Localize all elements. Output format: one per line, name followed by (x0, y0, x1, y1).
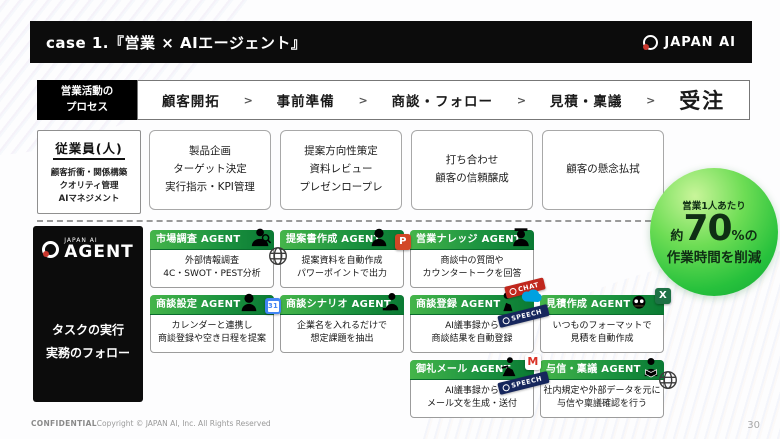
highlight-line1: 営業1人あたり (682, 201, 746, 213)
agent-card-header: 御礼メール AGENT M (410, 354, 541, 380)
agent-card-body: AI議事録から メール文を生成・送付 (426, 385, 517, 410)
agent-card-header: 商談登録 AGENT (410, 289, 542, 315)
person-running-icon (498, 355, 520, 379)
logo-red-dot (43, 251, 50, 257)
powerpoint-icon: P (395, 234, 411, 250)
agent-card-title: 見積作成 AGENT (546, 299, 631, 310)
process-label: 営業活動の プロセス (37, 80, 137, 120)
title-bar: case 1.『営業 × AIエージェント』 JAPAN AI (30, 21, 752, 63)
badge-ring-icon (508, 286, 517, 296)
agent-card-title: 営業ナレッジ AGENT (416, 234, 522, 245)
agent-card-sales-knowledge: 営業ナレッジ AGENT 商談中の質問や カウンタートークを回答 CHAT (410, 228, 546, 299)
process-step-kaitaku: 顧客開拓 (161, 94, 220, 110)
agent-card-title: 市場調査 AGENT (156, 234, 241, 245)
agent-card-header: 商談シナリオ AGENT (280, 293, 404, 315)
employee-items: 顧客折衝・関係構築 クオリティ管理 AIマネジメント (50, 168, 128, 205)
agent-card-meeting-log: 商談登録 AGENT AI議事録から 商談結果を自動登録 SPEECH (410, 289, 550, 353)
copyright-text: Copyright © JAPAN AI, Inc. All Rights Re… (96, 419, 271, 428)
agent-card-title: 商談設定 AGENT (156, 299, 241, 310)
badge-ring-icon (502, 316, 511, 325)
agent-card-body: AI議事録から 商談結果を自動登録 (431, 320, 513, 345)
agent-card-meeting-scenario: 商談シナリオ AGENT 企業名を入れるだけで 想定課題を抽出 (280, 293, 404, 353)
person-head-icon (238, 290, 260, 314)
salesforce-cloud-icon (520, 287, 544, 303)
agent-card-header: 営業ナレッジ AGENT (410, 228, 534, 250)
person-head-icon (368, 225, 390, 249)
agent-logo-main-text: AGENT (64, 242, 134, 262)
agent-card-header: 提案書作成 AGENT P (280, 228, 411, 250)
agent-card-thankyou-mail: 御礼メール AGENT M AI議事録から メール文を生成・送付 SPEECH (410, 354, 550, 418)
employee-title: 従業員(人) (53, 138, 125, 160)
japan-ai-logo: JAPAN AI (643, 34, 736, 50)
agent-card-meeting-setup: 商談設定 AGENT 31 カレンダーと連携し 商談登録や空き日程を提案 (150, 293, 281, 353)
process-step-shodan: 商談・フォロー (391, 94, 493, 110)
person-desk-icon (380, 290, 402, 314)
human-task-concern: 顧客の懸念払拭 (542, 130, 664, 210)
japan-ai-agent-logo: JAPAN AI AGENT (33, 238, 143, 261)
agent-card-title: 商談登録 AGENT (416, 299, 501, 310)
agent-card-body: いつものフォーマットで 見積を自動作成 (552, 320, 652, 345)
agent-role-text: タスクの実行 実務のフォロー (45, 323, 130, 360)
chevron-separator: > (646, 93, 656, 107)
highlight-line3: 作業時間を削減 (666, 249, 762, 266)
agent-card-header: 商談設定 AGENT 31 (150, 293, 281, 315)
agent-card-header: 見積作成 AGENT X (540, 288, 671, 316)
chevron-separator: > (243, 93, 253, 107)
human-task-meeting: 打ち合わせ 顧客の信頼醸成 (411, 130, 533, 210)
agent-card-title: 御礼メール AGENT (416, 364, 511, 375)
process-step-mitsumori: 見積・稟議 (549, 94, 623, 110)
agent-card-market-research: 市場調査 AGENT 外部情報調査 4C・SWOT・PEST分析 (150, 228, 287, 288)
agent-logo-small-text: JAPAN AI (64, 237, 98, 244)
human-task-proposal-direction: 提案方向性策定 資料レビュー プレゼンロープレ (280, 130, 402, 210)
excel-icon: X (655, 288, 671, 304)
agent-card-proposal-doc: 提案書作成 AGENT P 提案資料を自動作成 パワーポイントで出力 (280, 228, 411, 288)
highlight-circle: 営業1人あたり 約 70 %の 作業時間を削減 (650, 168, 778, 296)
highlight-percent-value: 70 (683, 208, 732, 250)
agent-panel: JAPAN AI AGENT タスクの実行 実務のフォロー (33, 226, 143, 402)
agent-card-body: 外部情報調査 4C・SWOT・PEST分析 (163, 255, 261, 280)
graduate-person-icon (510, 225, 532, 249)
logo-red-dot (643, 43, 650, 50)
agent-card-body: 提案資料を自動作成 パワーポイントで出力 (296, 255, 387, 280)
japan-ai-logo-text: JAPAN AI (664, 34, 736, 50)
globe-icon (657, 369, 679, 391)
dashed-divider (37, 220, 661, 222)
japan-ai-ring-icon (643, 34, 659, 50)
agent-card-header: 与信・稟議 AGENT (540, 358, 664, 380)
employee-box: 従業員(人) 顧客折衝・関係構築 クオリティ管理 AIマネジメント (37, 130, 141, 214)
page-title: case 1.『営業 × AIエージェント』 (46, 33, 307, 52)
person-reading-icon (640, 355, 662, 379)
highlight-percent-line: 約 70 %の (670, 210, 757, 248)
badge-ring-icon (502, 383, 511, 392)
agent-card-title: 商談シナリオ AGENT (286, 299, 392, 310)
glasses-face-icon (628, 292, 650, 316)
gmail-icon: M (525, 354, 541, 370)
person-search-icon (250, 225, 272, 249)
globe-icon (267, 245, 289, 267)
google-calendar-icon: 31 (265, 298, 281, 314)
calendar-date-label: 31 (267, 300, 279, 312)
agent-card-title: 与信・稟議 AGENT (546, 364, 641, 375)
japan-ai-ring-icon (42, 241, 60, 258)
confidential-label: CONFIDENTIAL (31, 419, 97, 428)
agent-card-body: カレンダーと連携し 商談登録や空き日程を提案 (157, 320, 266, 345)
footer: CONFIDENTIALCopyright © JAPAN AI, Inc. A… (31, 419, 271, 428)
agent-card-body: 企業名を入れるだけで 想定課題を抽出 (296, 320, 387, 345)
highlight-approx: 約 (670, 229, 684, 245)
agent-card-body: 社内規定や外部データを元に 与信や稟議確認を行う (543, 385, 661, 410)
process-steps-row: 顧客開拓 > 事前準備 > 商談・フォロー > 見積・稟議 > 受注 (137, 80, 750, 120)
agent-card-quote-creation: 見積作成 AGENT X いつものフォーマットで 見積を自動作成 (540, 288, 671, 353)
highlight-suffix: %の (731, 229, 758, 245)
agent-card-header: 市場調査 AGENT (150, 228, 274, 250)
agent-card-title: 提案書作成 AGENT (286, 234, 381, 245)
page-number: 30 (747, 420, 760, 431)
chevron-separator: > (358, 93, 368, 107)
agent-card-body: 商談中の質問や カウンタートークを回答 (422, 255, 522, 280)
process-step-junbi: 事前準備 (276, 94, 335, 110)
chevron-separator: > (516, 93, 527, 107)
human-task-product-planning: 製品企画 ターゲット決定 実行指示・KPI管理 (149, 130, 271, 210)
process-step-juchu: 受注 (679, 89, 726, 113)
agent-card-credit-approval: 与信・稟議 AGENT 社内規定や外部データを元に 与信や稟議確認を行う (540, 358, 677, 418)
